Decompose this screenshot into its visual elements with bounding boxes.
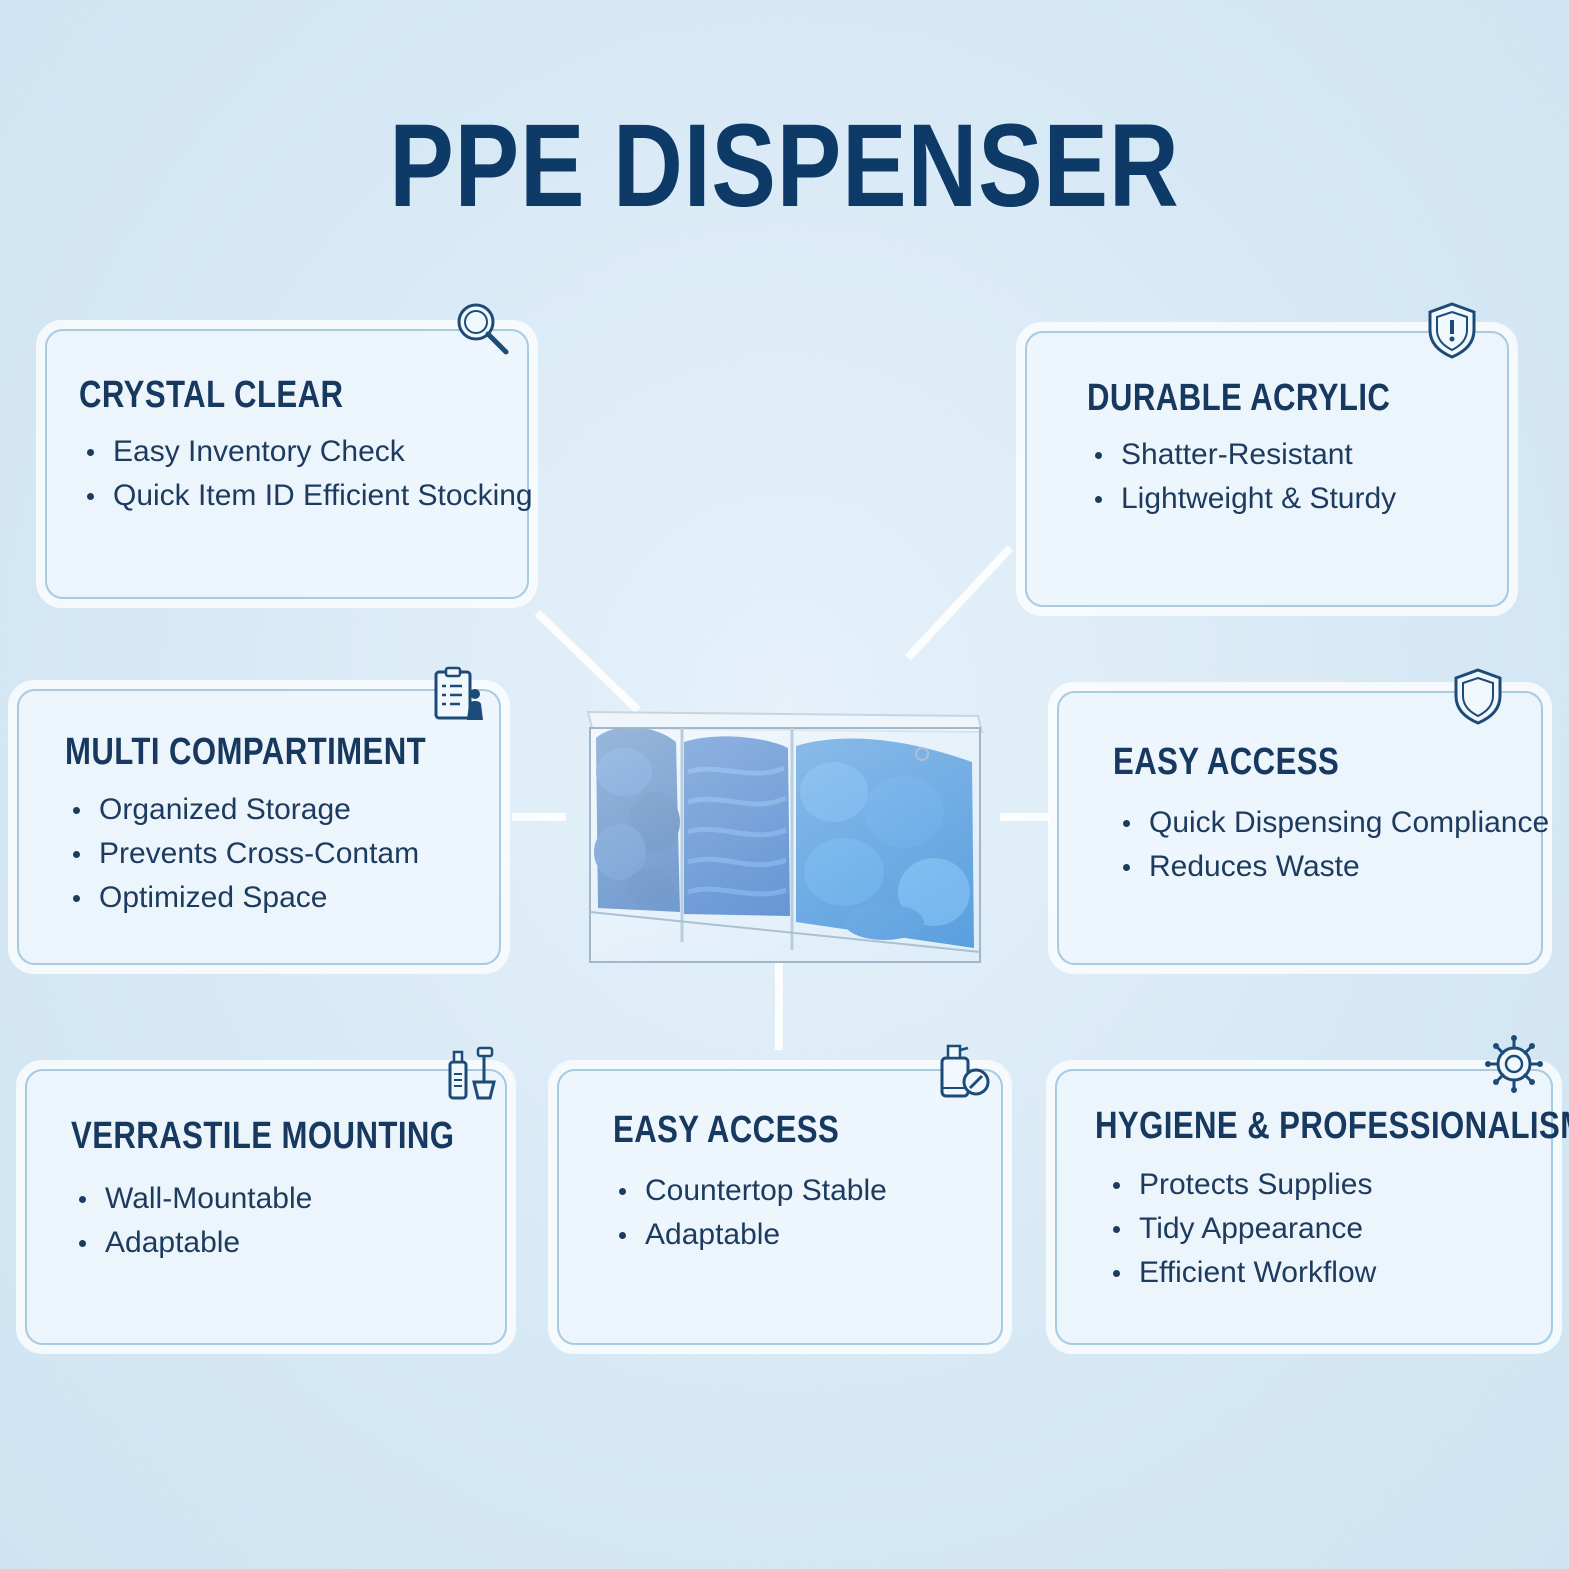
feature-list: Countertop Stable Adaptable xyxy=(615,1169,887,1257)
feature-list: Wall-Mountable Adaptable xyxy=(75,1177,312,1265)
connector-top-left xyxy=(534,610,641,714)
card-title: DURABLE ACRYLIC xyxy=(1087,377,1391,419)
list-item: Easy Inventory Check xyxy=(83,430,533,474)
page-title: PPE DISPENSER xyxy=(389,100,1180,232)
card-title: EASY ACCESS xyxy=(613,1109,840,1151)
feature-list: Quick Dispensing Compliance Reduces Wast… xyxy=(1119,801,1549,889)
list-item: Lightweight & Sturdy xyxy=(1091,477,1396,521)
card-crystal-clear: CRYSTAL CLEAR Easy Inventory Check Quick… xyxy=(36,320,538,608)
list-item: Adaptable xyxy=(75,1221,312,1265)
magnifier-icon xyxy=(457,303,509,355)
list-item: Prevents Cross-Contam xyxy=(69,832,419,876)
card-versatile-mounting: VERRASTILE MOUNTING Wall-Mountable Adapt… xyxy=(16,1060,516,1354)
card-title: HYGIENE & PROFESSIONALISM xyxy=(1095,1105,1569,1147)
connector-left xyxy=(512,813,566,821)
card-hygiene: HYGIENE & PROFESSIONALISM Protects Suppl… xyxy=(1046,1060,1569,1354)
list-item: Quick Dispensing Compliance xyxy=(1119,801,1549,845)
list-item: Organized Storage xyxy=(69,788,419,832)
connector-bottom xyxy=(775,962,783,1050)
feature-list: Easy Inventory Check Quick Item ID Effic… xyxy=(83,430,533,518)
list-item: Countertop Stable xyxy=(615,1169,887,1213)
list-item: Reduces Waste xyxy=(1119,845,1549,889)
list-item: Adaptable xyxy=(615,1213,887,1257)
virus-icon xyxy=(1485,1035,1543,1093)
shield-alert-icon xyxy=(1428,302,1476,359)
list-item: Tidy Appearance xyxy=(1109,1207,1376,1251)
bottles-icon xyxy=(448,1046,496,1100)
card-title: EASY ACCESS xyxy=(1113,741,1340,783)
connector-right xyxy=(1000,813,1050,821)
card-durable-acrylic: DURABLE ACRYLIC Shatter-Resistant Lightw… xyxy=(1016,322,1518,616)
card-easy-access-bottom: EASY ACCESS Countertop Stable Adaptable xyxy=(548,1060,1012,1354)
shield-icon xyxy=(1454,668,1502,725)
list-item: Optimized Space xyxy=(69,876,419,920)
list-item: Efficient Workflow xyxy=(1109,1251,1376,1295)
spray-bottle-icon xyxy=(940,1044,990,1098)
clipboard-person-icon xyxy=(434,666,483,720)
list-item: Wall-Mountable xyxy=(75,1177,312,1221)
feature-list: Protects Supplies Tidy Appearance Effici… xyxy=(1109,1163,1376,1295)
list-item: Shatter-Resistant xyxy=(1091,433,1396,477)
list-item: Quick Item ID Efficient Stocking xyxy=(83,474,533,518)
feature-list: Organized Storage Prevents Cross-Contam … xyxy=(69,788,419,920)
connector-top-right xyxy=(905,545,1014,661)
card-easy-access-right: EASY ACCESS Quick Dispensing Compliance … xyxy=(1048,682,1552,974)
list-item: Protects Supplies xyxy=(1109,1163,1376,1207)
card-multi-compartment: MULTI COMPARTIMENT Organized Storage Pre… xyxy=(8,680,510,974)
card-title: CRYSTAL CLEAR xyxy=(79,374,344,416)
card-title: VERRASTILE MOUNTING xyxy=(71,1115,455,1157)
card-title: MULTI COMPARTIMENT xyxy=(65,731,427,773)
ppe-dispenser-image xyxy=(586,710,984,963)
feature-list: Shatter-Resistant Lightweight & Sturdy xyxy=(1091,433,1396,521)
